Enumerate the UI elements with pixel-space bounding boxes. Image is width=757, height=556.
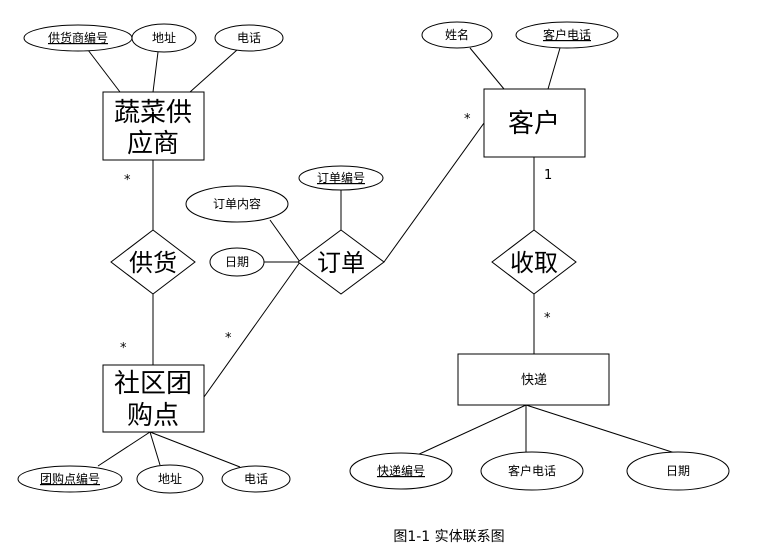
line-customer-phone — [547, 47, 561, 90]
attr-express-phone-text: 客户电话 — [508, 463, 556, 478]
attr-supplier-phone-text: 电话 — [237, 31, 261, 45]
attr-point-phone-text: 电话 — [244, 472, 268, 486]
attr-express-id-text: 快递编号 — [377, 463, 425, 478]
cardinality-customer-order: * — [464, 112, 471, 127]
attr-order-id-text: 订单编号 — [317, 170, 365, 185]
attr-supplier-address-text: 地址 — [152, 31, 176, 45]
line-order-customer — [383, 122, 485, 263]
attr-express-customer-phone: 客户电话 — [480, 451, 584, 491]
attr-order-id: 订单编号 — [298, 165, 384, 191]
line-point-phone — [149, 431, 241, 468]
entity-supplier-line2: 应商 — [127, 129, 179, 159]
attr-customer-phone: 客户电话 — [515, 21, 619, 49]
rel-supply-text: 供货 — [129, 249, 177, 277]
entity-group-buy-point: 社区团 购点 — [102, 364, 205, 433]
attr-supplier-id-text: 供货商编号 — [48, 30, 108, 45]
cardinality-express-receive: * — [544, 311, 551, 326]
cardinality-customer-receive: 1 — [544, 168, 552, 183]
entity-express: 快递 — [457, 353, 610, 406]
attr-customer-phone-text: 客户电话 — [543, 27, 591, 42]
connector-lines — [87, 47, 676, 468]
cardinality-point-supply: * — [120, 341, 127, 356]
entity-point-line1: 社区团 — [114, 369, 192, 399]
attr-point-address-text: 地址 — [158, 472, 182, 486]
line-express-date — [525, 404, 676, 454]
attr-order-content: 订单内容 — [185, 185, 289, 223]
line-customer-name — [469, 47, 505, 90]
figure-caption: 图1-1 实体联系图 — [393, 529, 504, 545]
line-supplier-phone — [189, 49, 238, 93]
entity-customer: 客户 — [483, 88, 586, 158]
cardinality-point-order: * — [225, 331, 232, 346]
attr-point-address: 地址 — [136, 464, 204, 494]
rel-supply: 供货 — [110, 229, 196, 295]
attr-point-id: 团购点编号 — [17, 465, 123, 493]
entity-supplier-line1: 蔬菜供 — [114, 98, 192, 128]
line-order-point — [203, 261, 301, 398]
line-supplier-address — [152, 51, 159, 93]
rel-order: 订单 — [297, 229, 385, 295]
attr-point-id-text: 团购点编号 — [40, 471, 100, 486]
rel-receive: 收取 — [491, 229, 577, 295]
entity-point-line2: 购点 — [127, 401, 179, 431]
line-point-id — [97, 431, 151, 467]
cardinality-supplier-supply: * — [124, 173, 131, 188]
attr-customer-name-text: 姓名 — [445, 27, 469, 42]
attr-supplier-address: 地址 — [131, 23, 197, 53]
attr-express-date-text: 日期 — [666, 464, 690, 478]
attr-supplier-phone: 电话 — [214, 24, 284, 52]
line-order-content — [269, 219, 301, 263]
attr-customer-name: 姓名 — [421, 21, 493, 49]
rel-order-text: 订单 — [317, 249, 365, 277]
rel-receive-text: 收取 — [510, 249, 558, 277]
line-express-id — [414, 404, 527, 457]
attr-order-content-text: 订单内容 — [213, 196, 261, 211]
entity-express-text: 快递 — [521, 373, 547, 388]
line-point-address — [149, 431, 161, 466]
attr-express-id: 快递编号 — [349, 452, 453, 490]
attr-order-date-text: 日期 — [225, 255, 249, 269]
attr-express-date: 日期 — [626, 451, 730, 491]
entity-customer-text: 客户 — [508, 109, 560, 139]
attr-supplier-id: 供货商编号 — [23, 24, 133, 52]
entity-supplier: 蔬菜供 应商 — [102, 91, 205, 161]
attr-point-phone: 电话 — [221, 465, 291, 493]
attr-order-date: 日期 — [209, 247, 265, 277]
line-supplier-id — [87, 49, 121, 93]
